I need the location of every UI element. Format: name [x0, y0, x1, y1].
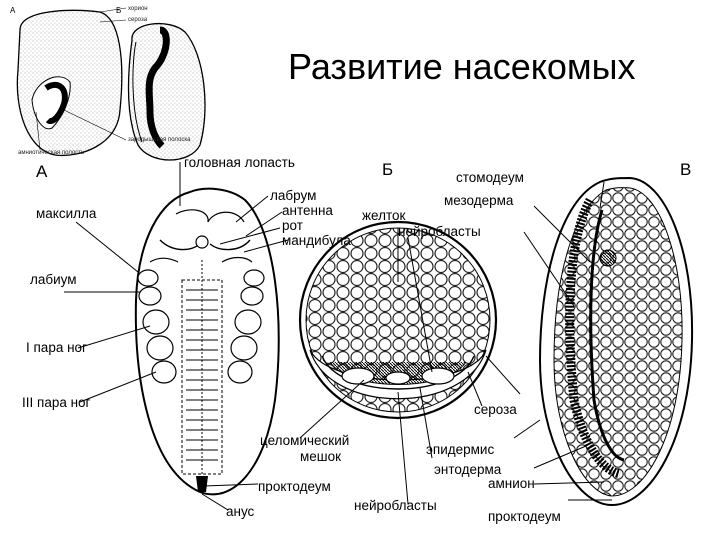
panel-letter-b: Б [382, 160, 393, 180]
label-mesoderm: мезодерма [444, 193, 513, 208]
label-neuroblasts-bottom: нейробласты [354, 498, 437, 513]
label-mouth: рот [282, 218, 303, 233]
inset-label-chorion: хорион [128, 6, 148, 12]
inset-label-b: Б [116, 6, 121, 15]
label-epidermis: эпидермис [426, 442, 494, 457]
panel-letter-c: В [680, 160, 691, 180]
inset-label-a: А [10, 6, 15, 15]
label-yolk: желток [362, 208, 405, 223]
label-stomodeum: стомодеум [456, 170, 524, 185]
label-proctodeum-a: проктодеум [258, 479, 331, 494]
label-coelomic-sac-1: целомический [260, 433, 349, 448]
label-endoderm: энтодерма [434, 462, 501, 477]
panel-a-embryo [136, 189, 279, 495]
label-leg-pair-3: III пара ног [22, 395, 90, 410]
label-labrum: лабрум [270, 188, 316, 203]
label-serosa: сероза [474, 402, 517, 417]
label-leg-pair-1: I пара ног [26, 340, 87, 355]
label-amnion: амнион [488, 476, 535, 491]
label-neuroblasts-top: нейробласты [398, 224, 481, 239]
inset-label-serosa: сероза [128, 17, 147, 23]
label-proctodeum-c: проктодеум [488, 509, 561, 524]
inset-label-germ-band: зародышевая полоска [128, 137, 190, 143]
label-head-lobe: головная лопасть [184, 155, 295, 170]
label-antenna: антенна [282, 203, 333, 218]
label-mandible: мандибула [282, 233, 351, 248]
label-coelomic-sac-2: мешок [300, 449, 341, 464]
label-labium: лабиум [30, 272, 77, 287]
panel-letter-a: А [36, 162, 47, 182]
label-maxilla: максилла [36, 206, 96, 221]
label-anus: анус [226, 504, 254, 519]
slide-title: Развитие насекомых [288, 46, 636, 88]
inset-label-amniotic-cavity: амниотическая полость [18, 150, 84, 156]
